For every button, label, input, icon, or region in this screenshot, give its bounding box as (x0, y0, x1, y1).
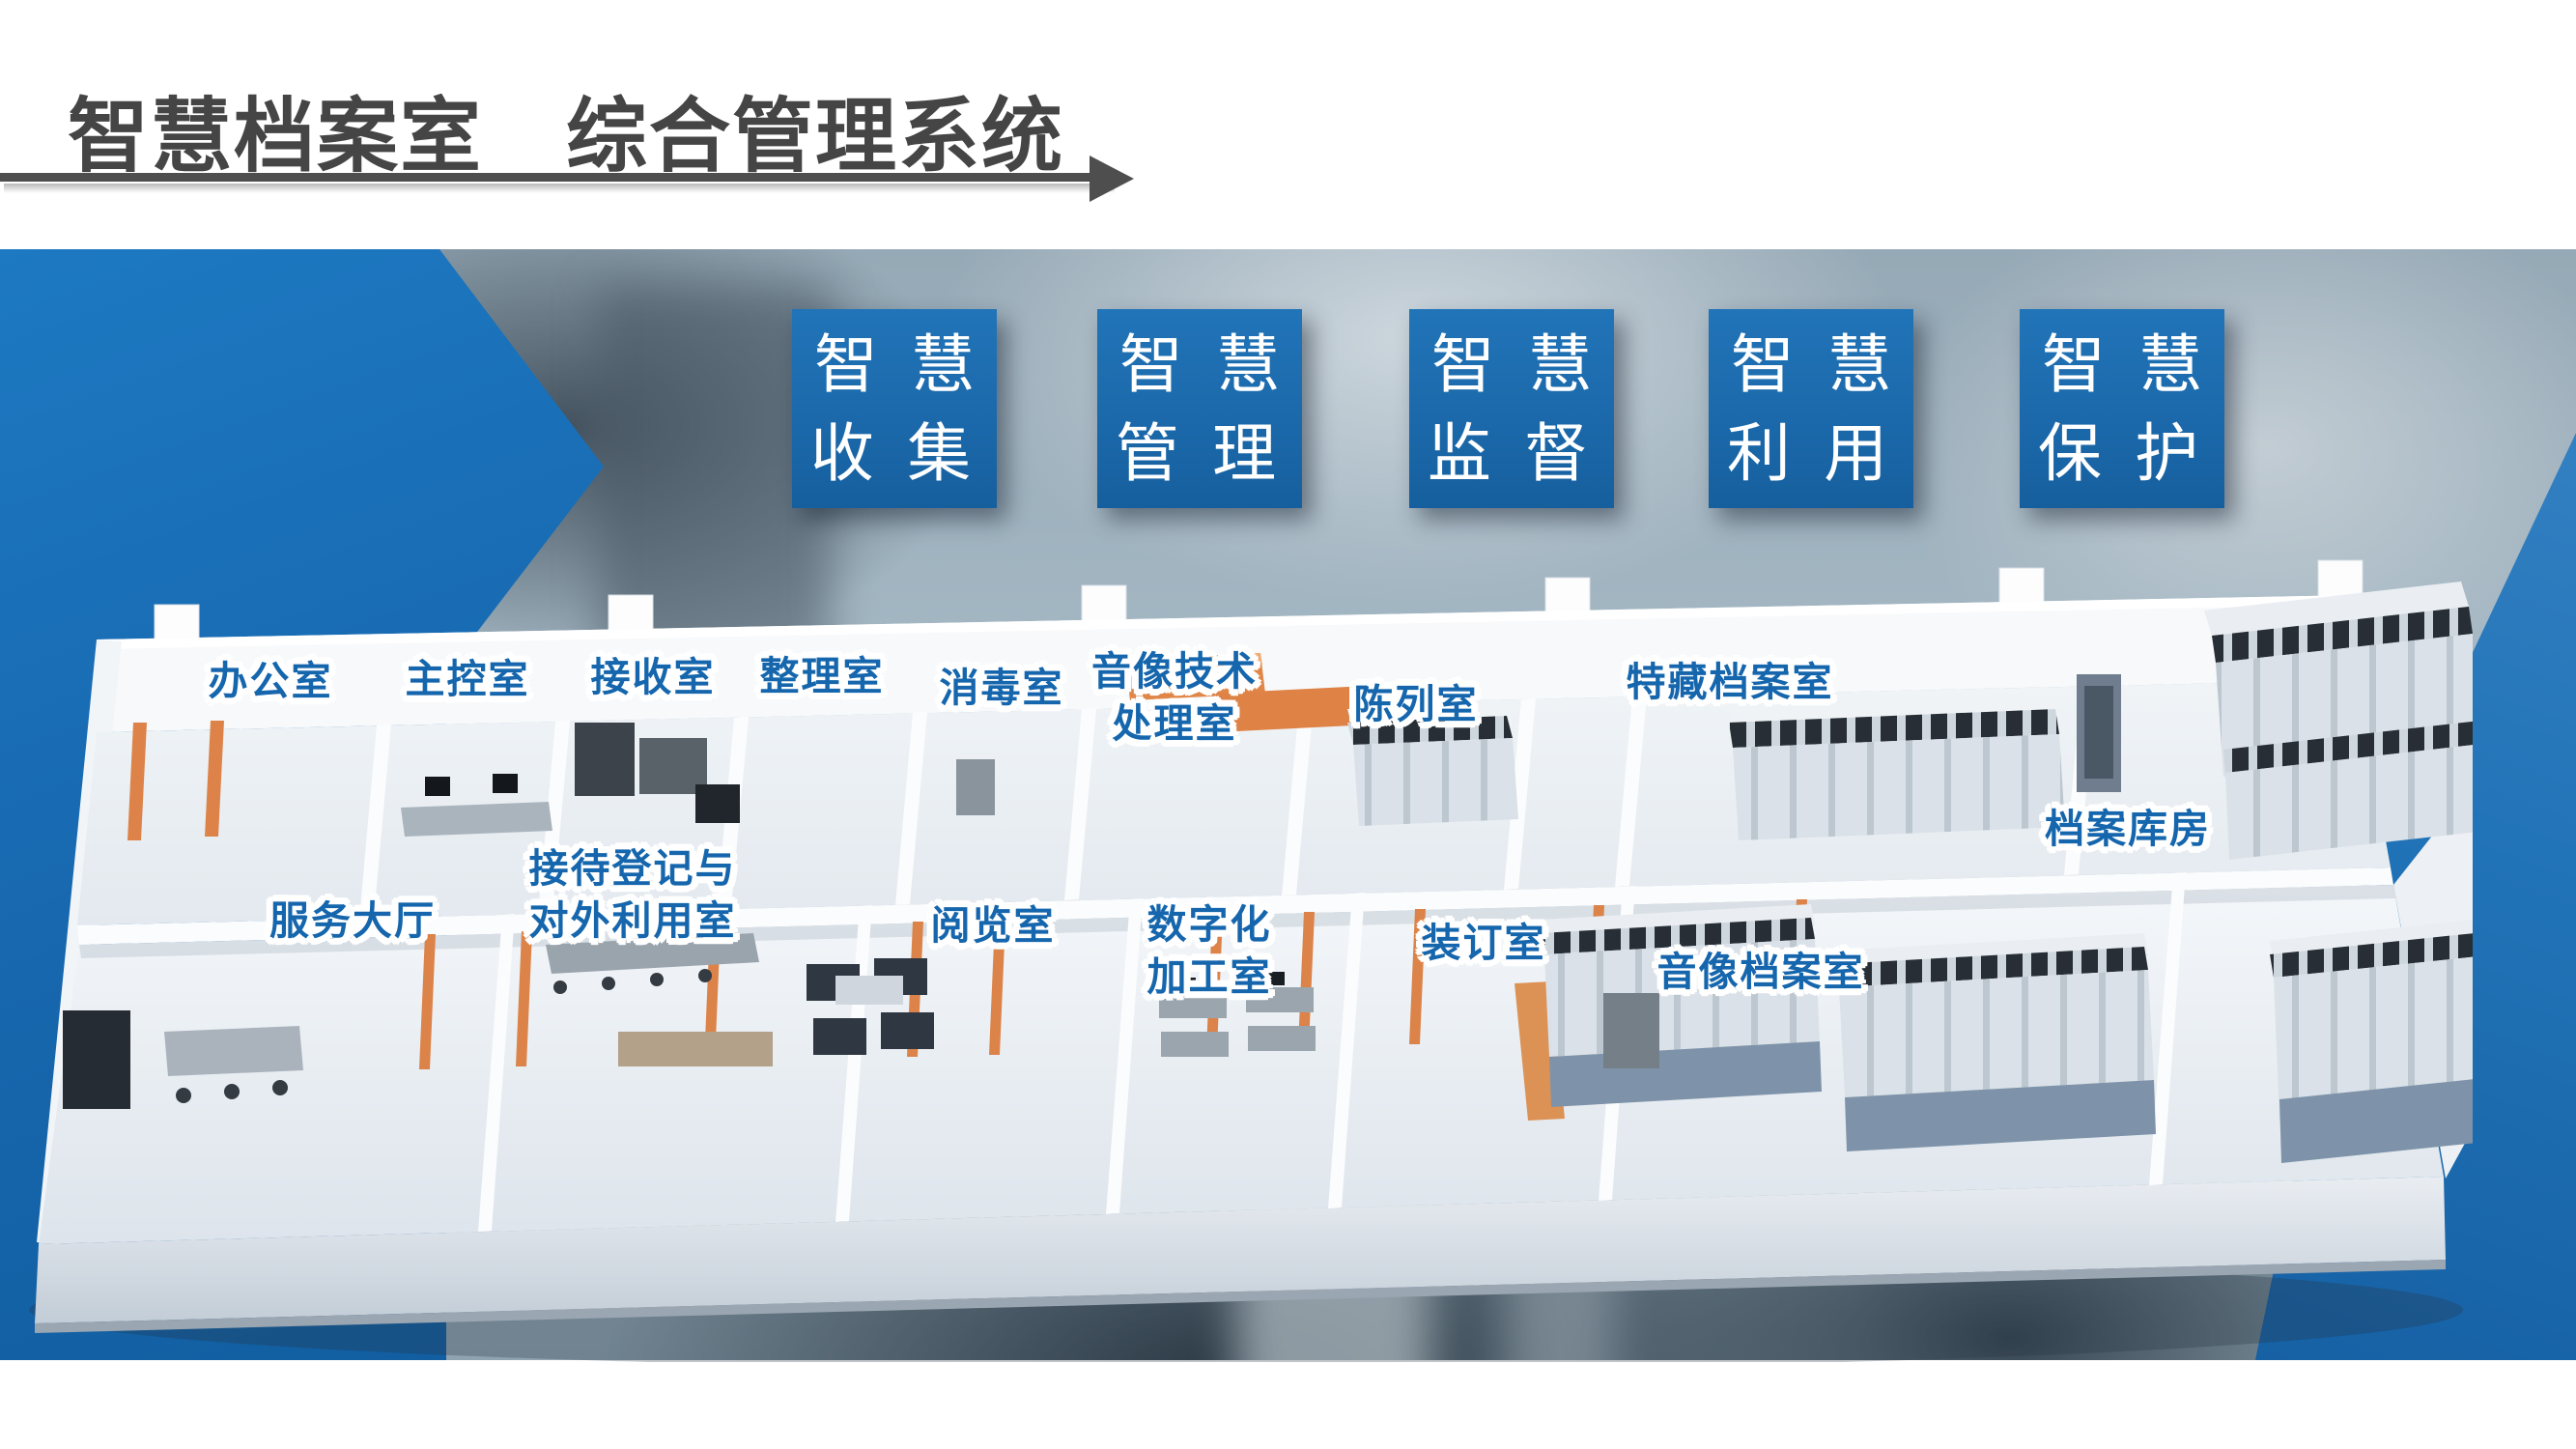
feature-box-smart-collection: 智 慧 收 集 (792, 309, 997, 508)
title-underline (0, 173, 1090, 182)
feature-box-smart-management: 智 慧 管 理 (1097, 309, 1302, 508)
feature-box-smart-protection: 智 慧 保 护 (2020, 309, 2224, 508)
room-label-archive-storage: 档案库房 (2045, 806, 2211, 851)
feature-box-smart-supervision: 智 慧 监 督 (1409, 309, 1614, 508)
title-rule-shadow (4, 184, 1115, 193)
arrow-right-icon (1090, 156, 1134, 202)
feature-box-label: 智 慧 利 用 (1726, 328, 1900, 489)
room-label-disinfection-room: 消毒室 (939, 665, 1064, 710)
room-label-office: 办公室 (208, 658, 333, 703)
feature-box-label: 智 慧 监 督 (1427, 328, 1600, 489)
floorplan-rendering (29, 559, 2473, 1362)
room-label-binding-room: 装订室 (1421, 920, 1546, 965)
room-label-special-archive-room: 特藏档案室 (1626, 659, 1834, 704)
page-title: 智慧档案室 综合管理系统 (68, 91, 1065, 182)
feature-box-label: 智 慧 收 集 (809, 328, 983, 489)
room-label-reception-registration: 接待登记与 对外利用室 (528, 845, 737, 943)
room-label-av-tech-processing-room: 音像技术 处理室 (1091, 648, 1258, 746)
room-label-main-control-room: 主控室 (405, 656, 530, 701)
room-label-digitization-room: 数字化 加工室 (1146, 901, 1272, 999)
feature-box-label: 智 慧 保 护 (2037, 328, 2211, 489)
feature-box-smart-utilization: 智 慧 利 用 (1709, 309, 1913, 508)
room-label-av-archive-room: 音像档案室 (1656, 949, 1865, 994)
room-label-service-hall: 服务大厅 (269, 897, 436, 943)
feature-box-label: 智 慧 管 理 (1115, 328, 1288, 489)
room-label-sorting-room: 整理室 (759, 653, 885, 698)
room-label-reading-room: 阅览室 (930, 902, 1056, 948)
room-label-receiving-room: 接收室 (590, 654, 716, 699)
room-label-exhibition-room: 陈列室 (1353, 681, 1479, 726)
